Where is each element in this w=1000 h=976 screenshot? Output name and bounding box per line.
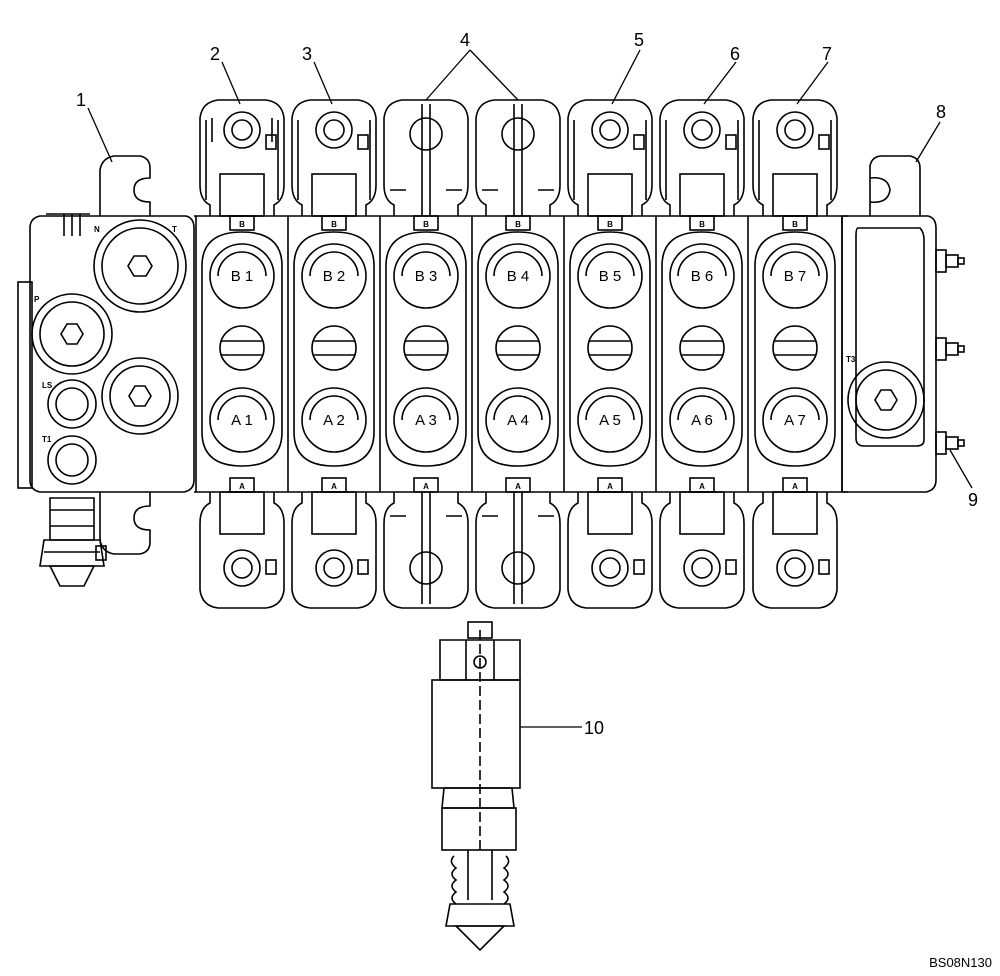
a-mark-6: A (699, 482, 705, 491)
b-mark-7: B (792, 220, 798, 229)
a-mark-2: A (331, 482, 337, 491)
a-port-3: A 3 (415, 412, 437, 429)
section-port-labels: B B 1 A 1 A B B 2 A 2 A B B 3 A 3 A B B … (231, 220, 807, 491)
b-port-4: B 4 (507, 268, 530, 285)
section-1 (199, 99, 285, 609)
section-3 (383, 99, 469, 609)
label-t1: T1 (42, 435, 52, 444)
port-small-labels: P N T LS T1 T3 (34, 225, 856, 444)
section-5 (567, 99, 653, 609)
outlet-section (841, 155, 965, 493)
b-mark-4: B (515, 220, 521, 229)
section-7 (752, 99, 838, 609)
callout-9: 9 (968, 490, 978, 510)
drawing-code: BS08N130 (929, 955, 992, 970)
cartridge-valve (431, 621, 521, 952)
b-port-5: B 5 (599, 268, 622, 285)
inlet-section (17, 155, 195, 587)
section-4 (475, 99, 561, 609)
callout-10: 10 (584, 718, 604, 738)
a-port-5: A 5 (599, 412, 621, 429)
a-mark-7: A (792, 482, 798, 491)
b-mark-2: B (331, 220, 337, 229)
callout-4: 4 (460, 30, 470, 50)
b-mark-5: B (607, 220, 613, 229)
section-2 (291, 99, 377, 609)
spool-sections (194, 215, 848, 493)
a-mark-1: A (239, 482, 245, 491)
b-mark-1: B (239, 220, 245, 229)
a-port-1: A 1 (231, 412, 253, 429)
label-t: T (172, 225, 177, 234)
a-port-2: A 2 (323, 412, 345, 429)
b-port-2: B 2 (323, 268, 346, 285)
callout-7: 7 (822, 44, 832, 64)
section-6 (659, 99, 745, 609)
b-mark-3: B (423, 220, 429, 229)
a-port-7: A 7 (784, 412, 806, 429)
a-port-4: A 4 (507, 412, 529, 429)
label-ls: LS (42, 381, 53, 390)
callout-3: 3 (302, 44, 312, 64)
callout-6: 6 (730, 44, 740, 64)
b-port-6: B 6 (691, 268, 714, 285)
callout-1: 1 (76, 90, 86, 110)
b-mark-6: B (699, 220, 705, 229)
a-mark-5: A (607, 482, 613, 491)
label-p: P (34, 295, 40, 304)
a-port-6: A 6 (691, 412, 713, 429)
a-mark-4: A (515, 482, 521, 491)
callout-5: 5 (634, 30, 644, 50)
callout-2: 2 (210, 44, 220, 64)
label-t3: T3 (846, 355, 856, 364)
label-n: N (94, 225, 100, 234)
callout-labels: 1 2 3 4 5 6 7 8 9 10 (76, 30, 978, 738)
leader-lines (87, 49, 973, 728)
b-port-3: B 3 (415, 268, 438, 285)
a-mark-3: A (423, 482, 429, 491)
b-port-7: B 7 (784, 268, 807, 285)
callout-8: 8 (936, 102, 946, 122)
b-port-1: B 1 (231, 268, 254, 285)
